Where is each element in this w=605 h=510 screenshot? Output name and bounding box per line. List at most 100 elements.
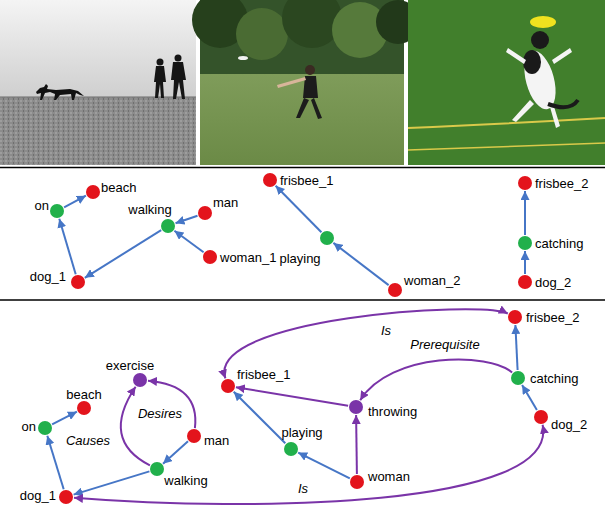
graph-node: frisbee_2: [518, 176, 532, 190]
dog-photo-part: [408, 143, 605, 150]
relation-edge: [52, 412, 77, 425]
graph-node: dog_1: [59, 490, 73, 504]
dog-photo-part: [519, 47, 562, 112]
node-label: catching: [530, 371, 578, 386]
dog-photo-part: [530, 16, 556, 28]
node-label: playing: [279, 251, 320, 266]
relation-edge: [276, 186, 322, 233]
graph-node: man: [187, 429, 201, 443]
edge-label: Causes: [64, 433, 112, 448]
node-label: throwing: [368, 404, 417, 419]
beach-photo-part: [0, 97, 196, 165]
beach-photo-part: [175, 55, 182, 62]
graph-node: beach: [86, 185, 100, 199]
graph-node: woman: [350, 475, 364, 489]
frisbee-photo-part: [296, 98, 322, 119]
relation-edge: [333, 243, 388, 285]
frisbee-photo-part: [200, 74, 404, 165]
dog-photo-part: [531, 31, 549, 49]
graph-node: walking: [161, 219, 175, 233]
graph-node: frisbee_1: [221, 379, 235, 393]
graph-node: catching: [511, 371, 525, 385]
beach-photo-part: [0, 97, 196, 98]
node-label: catching: [535, 236, 583, 251]
graph-node: woman_1: [203, 250, 217, 264]
relation-edge: [47, 436, 63, 490]
commonsense-edge: [355, 415, 358, 474]
relation-edge: [234, 392, 286, 444]
graph-node: woman_2: [388, 283, 402, 297]
dog-photo-part: [408, 118, 605, 128]
dog-photo-part: [506, 48, 572, 64]
graph-node: playing: [320, 231, 334, 245]
graph-node: throwing: [349, 400, 363, 414]
relation-edge: [298, 453, 350, 479]
node-label: walking: [128, 202, 171, 217]
dog-photo-part: [408, 0, 605, 165]
node-label: frisbee_1: [237, 367, 290, 382]
frisbee-photo-part: [305, 65, 315, 75]
graph-node: on: [38, 421, 52, 435]
edge-label: Desires: [136, 406, 184, 421]
frisbee-photo-part: [238, 56, 248, 60]
separator-line: [0, 167, 605, 169]
relation-edge: [64, 196, 86, 208]
node-label: playing: [281, 425, 322, 440]
node-label: frisbee_1: [280, 173, 333, 188]
graph-node: dog_2: [534, 410, 548, 424]
dog-photo: [408, 0, 605, 165]
relation-edge: [74, 471, 150, 494]
graph-node: dog_1: [71, 275, 85, 289]
relation-edge: [515, 325, 517, 370]
relation-edge: [163, 441, 188, 463]
node-label: on: [35, 198, 49, 213]
dog-photo-part: [548, 100, 578, 107]
relation-edge: [176, 216, 198, 224]
node-label: exercise: [106, 358, 154, 373]
relation-edge: [85, 230, 161, 278]
graph-node: playing: [284, 442, 298, 456]
edge-label: Prerequisite: [408, 337, 481, 352]
graph-node: frisbee_2: [508, 310, 522, 324]
commonsense-edge: [236, 387, 348, 405]
node-label: frisbee_2: [526, 310, 579, 325]
commonsense-edge: [121, 387, 150, 466]
node-label: woman_1: [220, 250, 276, 265]
beach-photo: [0, 0, 196, 165]
edge-label: Is: [379, 323, 393, 338]
node-label: frisbee_2: [535, 176, 588, 191]
edge-label: Is: [296, 481, 310, 496]
frisbee-photo: [192, 0, 420, 165]
node-label: beach: [101, 180, 136, 195]
graph-node: man: [198, 206, 212, 220]
graph-node: exercise: [133, 373, 147, 387]
beach-photo-part: [171, 62, 186, 99]
beach-photo-part: [0, 0, 196, 97]
dog-photo-part: [523, 50, 541, 74]
node-label: beach: [66, 387, 101, 402]
relation-edge: [524, 251, 526, 274]
node-label: dog_1: [20, 488, 56, 503]
node-label: dog_1: [30, 269, 66, 284]
node-label: man: [204, 433, 229, 448]
beach-photo-part: [154, 66, 166, 98]
graph-node: frisbee_1: [263, 173, 277, 187]
frisbee-photo-part: [277, 77, 306, 88]
relation-edge: [524, 191, 526, 235]
beach-photo-part: [157, 59, 164, 66]
node-label: walking: [164, 473, 207, 488]
frisbee-photo-part: [236, 8, 288, 60]
graph-node: catching: [518, 236, 532, 250]
node-label: man: [213, 195, 238, 210]
beach-photo-part: [36, 84, 84, 100]
graph-node: dog_2: [518, 275, 532, 289]
node-label: woman: [368, 469, 410, 484]
graph-node: beach: [77, 401, 91, 415]
relation-edge: [174, 231, 203, 252]
graph-node: on: [50, 204, 64, 218]
commonsense-edge: [360, 360, 512, 401]
graph-node: walking: [150, 462, 164, 476]
node-label: dog_2: [551, 417, 587, 432]
node-label: woman_2: [404, 273, 460, 288]
